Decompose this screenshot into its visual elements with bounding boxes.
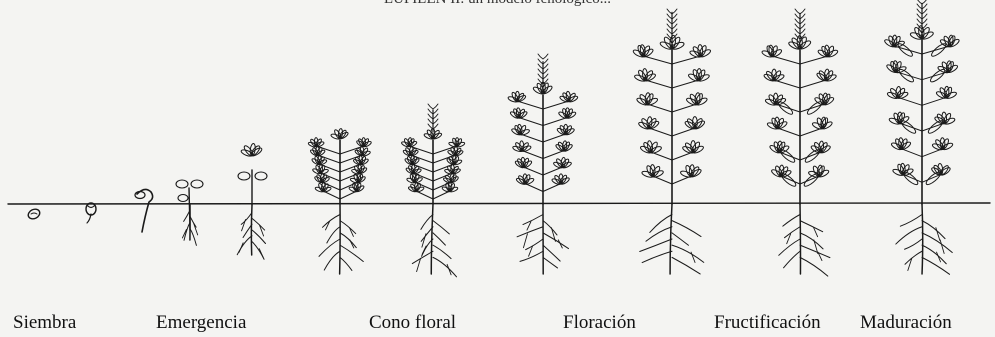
plant-fruiting — [761, 9, 838, 276]
plant-flowering — [507, 54, 578, 274]
plant-vegetative — [308, 128, 372, 274]
plant-floral-cone — [401, 104, 465, 277]
stage-label-fructificacion: Fructificación — [714, 312, 821, 334]
plant-flowering-late — [632, 9, 711, 274]
stage-label-emergencia: Emergencia — [156, 312, 246, 334]
plant-series — [27, 0, 961, 277]
seedling-1 — [176, 180, 203, 245]
plant-maturing — [884, 0, 961, 274]
seed-1 — [27, 207, 42, 220]
stage-label-maduracion: Maduración — [860, 312, 952, 334]
seedling-2 — [237, 143, 267, 259]
stage-label-cono-floral: Cono floral — [369, 312, 456, 334]
stage-label-floracion: Floración — [563, 312, 636, 334]
stage-label-siembra: Siembra — [13, 312, 76, 334]
germinating-seed — [135, 189, 153, 232]
seed-2 — [86, 203, 96, 223]
soil-line — [8, 203, 990, 204]
